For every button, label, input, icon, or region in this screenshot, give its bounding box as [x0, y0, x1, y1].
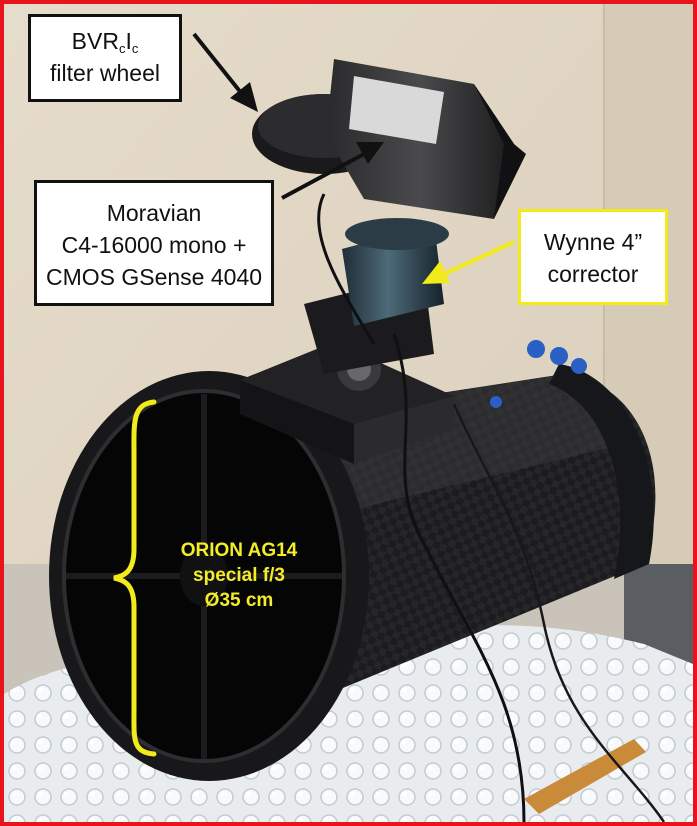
blue-knob — [527, 340, 545, 358]
telescope-label-line2: special f/3 — [193, 565, 285, 586]
focuser-base — [240, 342, 454, 464]
arrow-icon — [422, 240, 515, 284]
telescope-photo — [4, 4, 693, 822]
wynne-corrector — [342, 224, 444, 326]
rear-cell — [549, 364, 654, 579]
camera-label-line3: CMOS GSense 4040 — [45, 264, 263, 290]
telescope-label: ORION AG14 special f/3 Ø35 cm — [144, 538, 334, 613]
arrow-icon — [281, 142, 384, 200]
filter-wheel-label-line2: filter wheel — [50, 60, 160, 86]
camera-label-line1: Moravian — [106, 200, 202, 226]
camera-callout: Moravian C4-16000 mono + CMOS GSense 404… — [34, 180, 274, 306]
corrector-label-line1: Wynne 4” — [543, 229, 643, 255]
wood-stick — [524, 739, 646, 814]
camera-label-plate — [349, 76, 444, 144]
blue-knob — [490, 396, 502, 408]
corrector-callout: Wynne 4” corrector — [518, 209, 668, 305]
blue-knob — [550, 347, 568, 365]
curly-brace-icon — [113, 399, 157, 757]
blue-knob — [571, 358, 587, 374]
corrector-label-line2: corrector — [547, 261, 639, 287]
cable — [392, 333, 526, 822]
arrow-icon — [192, 32, 258, 112]
telescope-label-line3: Ø35 cm — [204, 590, 274, 611]
cable — [452, 403, 666, 822]
filter-wheel-callout: BVRcIc filter wheel — [28, 14, 182, 102]
filter-wheel-label-line1: BVRcIc — [71, 28, 139, 56]
camera-label-line2: C4-16000 mono + — [61, 232, 247, 258]
telescope-label-line1: ORION AG14 — [180, 540, 298, 561]
cable — [317, 193, 376, 345]
